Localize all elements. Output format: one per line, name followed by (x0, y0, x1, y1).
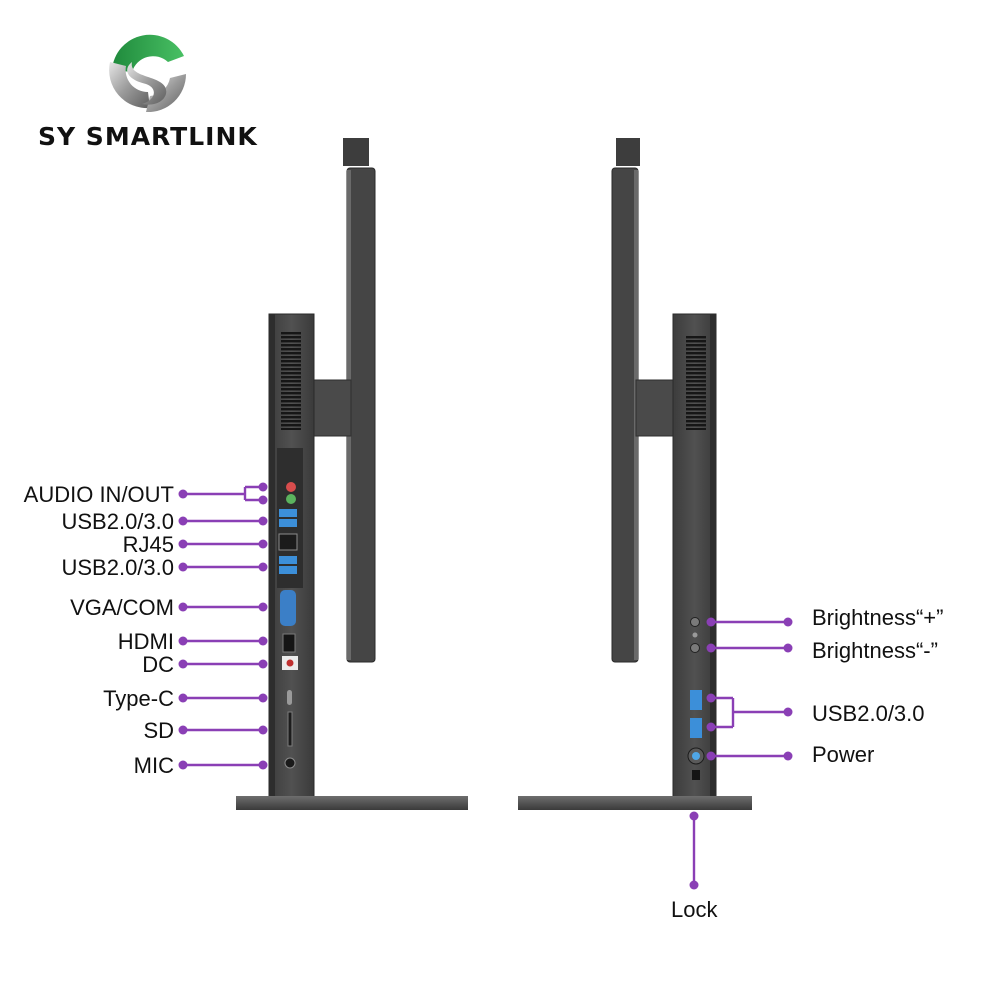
left-monitor-side-view (236, 138, 468, 810)
label-brightness-minus: Brightness“-” (812, 638, 938, 663)
label-usb-bottom: USB2.0/3.0 (61, 555, 174, 580)
callouts-left (183, 485, 263, 767)
callout-dots-right (689, 617, 793, 890)
label-rj45: RJ45 (122, 532, 174, 557)
brand-logo (109, 34, 187, 113)
brand-name: SY SMARTLINK (38, 122, 258, 151)
label-power: Power (812, 742, 875, 767)
label-sd: SD (143, 718, 174, 743)
label-usb-right: USB2.0/3.0 (812, 701, 925, 726)
label-mic: MIC (133, 753, 174, 778)
right-monitor-side-view (518, 138, 752, 810)
label-vga-com: VGA/COM (70, 595, 174, 620)
label-hdmi: HDMI (117, 629, 174, 654)
label-dc: DC (142, 652, 174, 677)
label-type-c: Type-C (103, 686, 174, 711)
label-brightness-plus: Brightness“+” (812, 605, 944, 630)
label-lock: Lock (671, 897, 718, 922)
label-usb-top: USB2.0/3.0 (61, 509, 174, 534)
callout-dots-left (178, 482, 268, 770)
label-audio-in-out: AUDIO IN/OUT (23, 482, 174, 507)
